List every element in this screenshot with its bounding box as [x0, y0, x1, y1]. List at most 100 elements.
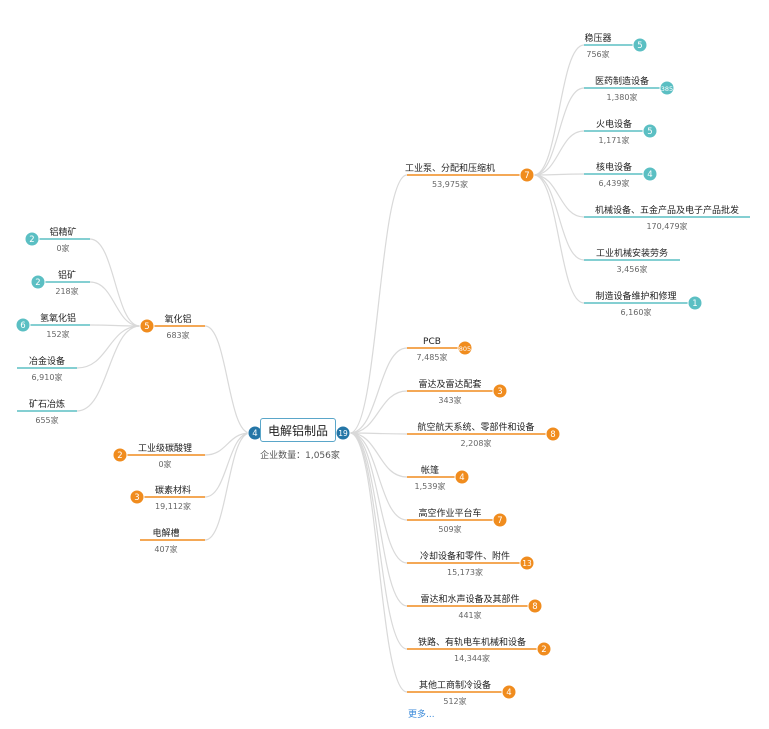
node-right-8-badge[interactable]: 2 [536, 641, 552, 657]
node-right-0-badge-text: 7 [524, 171, 529, 181]
node-right-4-badge[interactable]: 4 [454, 469, 470, 485]
connector-line [349, 432, 408, 478]
root-node[interactable]: 电解铝制品 [260, 418, 336, 442]
root-right-badge-text: 19 [338, 429, 348, 438]
node-right-5-badge-text: 7 [497, 516, 502, 526]
node-right-7-label: 雷达和水声设备及其部件 [420, 593, 519, 605]
node-right-sub-3-badge[interactable]: 4 [642, 166, 658, 182]
node-left-3-label: 电解槽 [152, 527, 179, 539]
node-left-sub-3-count: 6,910家 [32, 372, 63, 382]
node-right-3-badge[interactable]: 8 [545, 426, 561, 442]
node-right-sub-3-label: 核电设备 [596, 161, 632, 173]
node-right-7-count: 441家 [458, 610, 481, 620]
node-left-sub-1-badge[interactable]: 2 [30, 274, 46, 290]
connector-line [204, 432, 251, 541]
node-left-0[interactable]: 氧化铝 683家 [147, 313, 205, 340]
node-right-sub-4[interactable]: 机械设备、五金产品及电子产品批发 170,479家 [584, 204, 750, 231]
node-right-sub-5-label: 工业机械安装劳务 [596, 247, 668, 259]
node-right-sub-1-label: 医药制造设备 [595, 75, 649, 87]
node-right-0-badge[interactable]: 7 [519, 167, 535, 183]
node-right-2-label: 雷达及雷达配套 [418, 378, 481, 390]
node-right-5-count: 509家 [438, 524, 461, 534]
node-right-7[interactable]: 雷达和水声设备及其部件 441家 [407, 593, 535, 620]
connector-line [89, 281, 141, 327]
root-left-badge-text: 4 [252, 429, 257, 439]
node-left-1-label: 工业级碳酸锂 [138, 442, 192, 454]
node-right-4[interactable]: 帐篷 1,539家 [407, 464, 462, 491]
node-right-9-badge[interactable]: 4 [501, 684, 517, 700]
node-right-sub-1-badge[interactable]: 385 [659, 80, 675, 96]
connector-line [349, 432, 408, 564]
node-right-8-label: 铁路、有轨电车机械和设备 [418, 636, 526, 648]
node-right-5-badge[interactable]: 7 [492, 512, 508, 528]
node-left-sub-2-label: 氢氧化铝 [40, 312, 76, 324]
node-left-sub-0-label: 铝精矿 [49, 226, 76, 238]
connector-line [349, 432, 408, 607]
node-right-sub-4-count: 170,479家 [646, 221, 687, 231]
connector-line [533, 130, 585, 176]
node-right-4-count: 1,539家 [415, 481, 446, 491]
node-left-sub-0-badge-text: 2 [29, 235, 34, 245]
root-right-badge[interactable]: 19 [335, 425, 351, 441]
node-right-sub-6[interactable]: 制造设备维护和修理 6,160家 [584, 290, 695, 317]
connector-line [533, 87, 585, 176]
node-left-sub-3[interactable]: 冶金设备 6,910家 [17, 355, 77, 382]
node-left-0-label: 氧化铝 [164, 313, 191, 325]
node-left-sub-2-badge[interactable]: 6 [15, 317, 31, 333]
node-right-sub-6-label: 制造设备维护和修理 [595, 290, 676, 302]
node-right-7-badge[interactable]: 8 [527, 598, 543, 614]
node-left-0-count: 683家 [166, 330, 189, 340]
node-right-sub-2-badge-text: 5 [647, 127, 652, 137]
connector-line [89, 324, 141, 327]
node-left-sub-4-label: 矿石冶炼 [29, 398, 65, 410]
node-left-sub-0-badge[interactable]: 2 [24, 231, 40, 247]
node-left-1-badge[interactable]: 2 [112, 447, 128, 463]
connector-line [204, 432, 251, 456]
more-link[interactable]: 更多... [408, 710, 435, 720]
node-right-4-label: 帐篷 [421, 464, 439, 476]
connector-line [349, 390, 408, 434]
node-left-2-badge-text: 3 [134, 493, 139, 503]
node-left-0-badge[interactable]: 5 [139, 318, 155, 334]
node-right-1-badge[interactable]: 805 [457, 340, 473, 356]
connector-line [533, 174, 585, 304]
node-right-sub-4-label: 机械设备、五金产品及电子产品批发 [595, 204, 739, 216]
node-right-sub-0-badge[interactable]: 5 [632, 37, 648, 53]
node-left-sub-3-label: 冶金设备 [29, 355, 65, 367]
connector-line [76, 325, 141, 369]
connector-line [349, 432, 408, 650]
node-right-2-badge[interactable]: 3 [492, 383, 508, 399]
node-right-6-badge[interactable]: 13 [519, 555, 535, 571]
node-right-4-badge-text: 4 [459, 473, 464, 483]
node-right-sub-2-label: 火电设备 [596, 118, 632, 130]
node-right-sub-6-badge[interactable]: 1 [687, 295, 703, 311]
node-left-2-badge[interactable]: 3 [129, 489, 145, 505]
node-right-sub-2-badge[interactable]: 5 [642, 123, 658, 139]
node-right-1-badge-text: 805 [459, 345, 471, 353]
node-right-8-badge-text: 2 [541, 645, 546, 655]
node-right-2-badge-text: 3 [497, 387, 502, 397]
node-right-6-count: 15,173家 [447, 567, 483, 577]
node-right-sub-6-count: 6,160家 [621, 307, 652, 317]
